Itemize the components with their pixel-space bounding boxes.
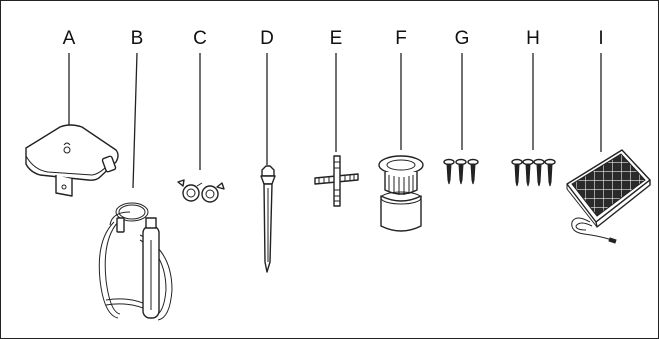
part-label-i: I: [598, 28, 603, 49]
part-label-g: G: [455, 28, 470, 49]
pump-hose-coil-icon: [98, 202, 173, 321]
part-label-h: H: [526, 28, 540, 49]
part-label-b: B: [131, 28, 144, 49]
screws-4-icon: [511, 158, 556, 187]
nozzle-filter-icon: [378, 155, 424, 232]
hose-clamps-icon: [177, 179, 225, 203]
screws-3-icon: [443, 158, 479, 185]
part-label-a: A: [63, 28, 76, 49]
pump-box-icon: [25, 124, 119, 197]
part-label-e: E: [330, 28, 343, 49]
part-label-f: F: [395, 28, 407, 49]
part-label-c: C: [193, 28, 207, 49]
solar-panel-icon: [566, 149, 651, 244]
ground-stake-icon: [260, 165, 276, 273]
part-label-d: D: [260, 28, 274, 49]
leader-lines: [68, 52, 602, 189]
cross-bracket-icon: [314, 155, 359, 207]
